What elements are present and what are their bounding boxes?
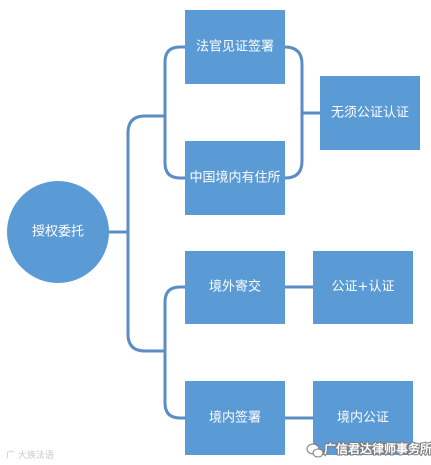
connector-trunk-lower	[126, 230, 167, 353]
connector-merge-bottom	[283, 111, 304, 180]
connectors	[106, 45, 322, 420]
node-no-notarization: 无须公证认证	[320, 76, 420, 150]
connector-upper-bracket-bottom	[163, 114, 187, 180]
root-node-label: 授权委托	[32, 224, 84, 240]
node-domestic-notarization: 境内公证	[313, 381, 413, 455]
watermark-left: 广 大族法语	[6, 449, 54, 461]
node-domestic-residence-label: 中国境内有住所	[189, 170, 280, 186]
node-domestic-signing-label: 境内签署	[209, 410, 261, 426]
node-judge-witness: 法官见证签署	[185, 10, 285, 84]
node-no-notarization-label: 无须公证认证	[331, 106, 409, 121]
node-overseas-mail: 境外寄交	[185, 251, 285, 324]
wechat-icon	[306, 443, 324, 458]
watermark-left-text: 广 大族法语	[6, 449, 54, 461]
connector-trunk-upper	[126, 114, 167, 234]
node-domestic-notarization-label: 境内公证	[337, 410, 389, 426]
root-node: 授权委托	[7, 181, 109, 283]
node-notarize-authenticate-label: 公证+认证	[332, 280, 395, 295]
node-domestic-signing: 境内签署	[185, 381, 285, 455]
node-judge-witness-label: 法官见证签署	[196, 39, 274, 55]
connector-upper-bracket-top	[163, 45, 187, 118]
node-notarize-authenticate: 公证+认证	[313, 251, 413, 324]
watermark-right-text: 广信君达律师事务所	[324, 441, 431, 456]
node-domestic-residence: 中国境内有住所	[185, 141, 285, 215]
connector-merge-top	[283, 45, 304, 115]
connector-lower-bracket-top	[163, 285, 187, 353]
watermark-right: 广信君达律师事务所	[306, 440, 431, 458]
node-overseas-mail-label: 境外寄交	[209, 279, 261, 295]
connector-lower-bracket-bottom	[163, 349, 187, 420]
